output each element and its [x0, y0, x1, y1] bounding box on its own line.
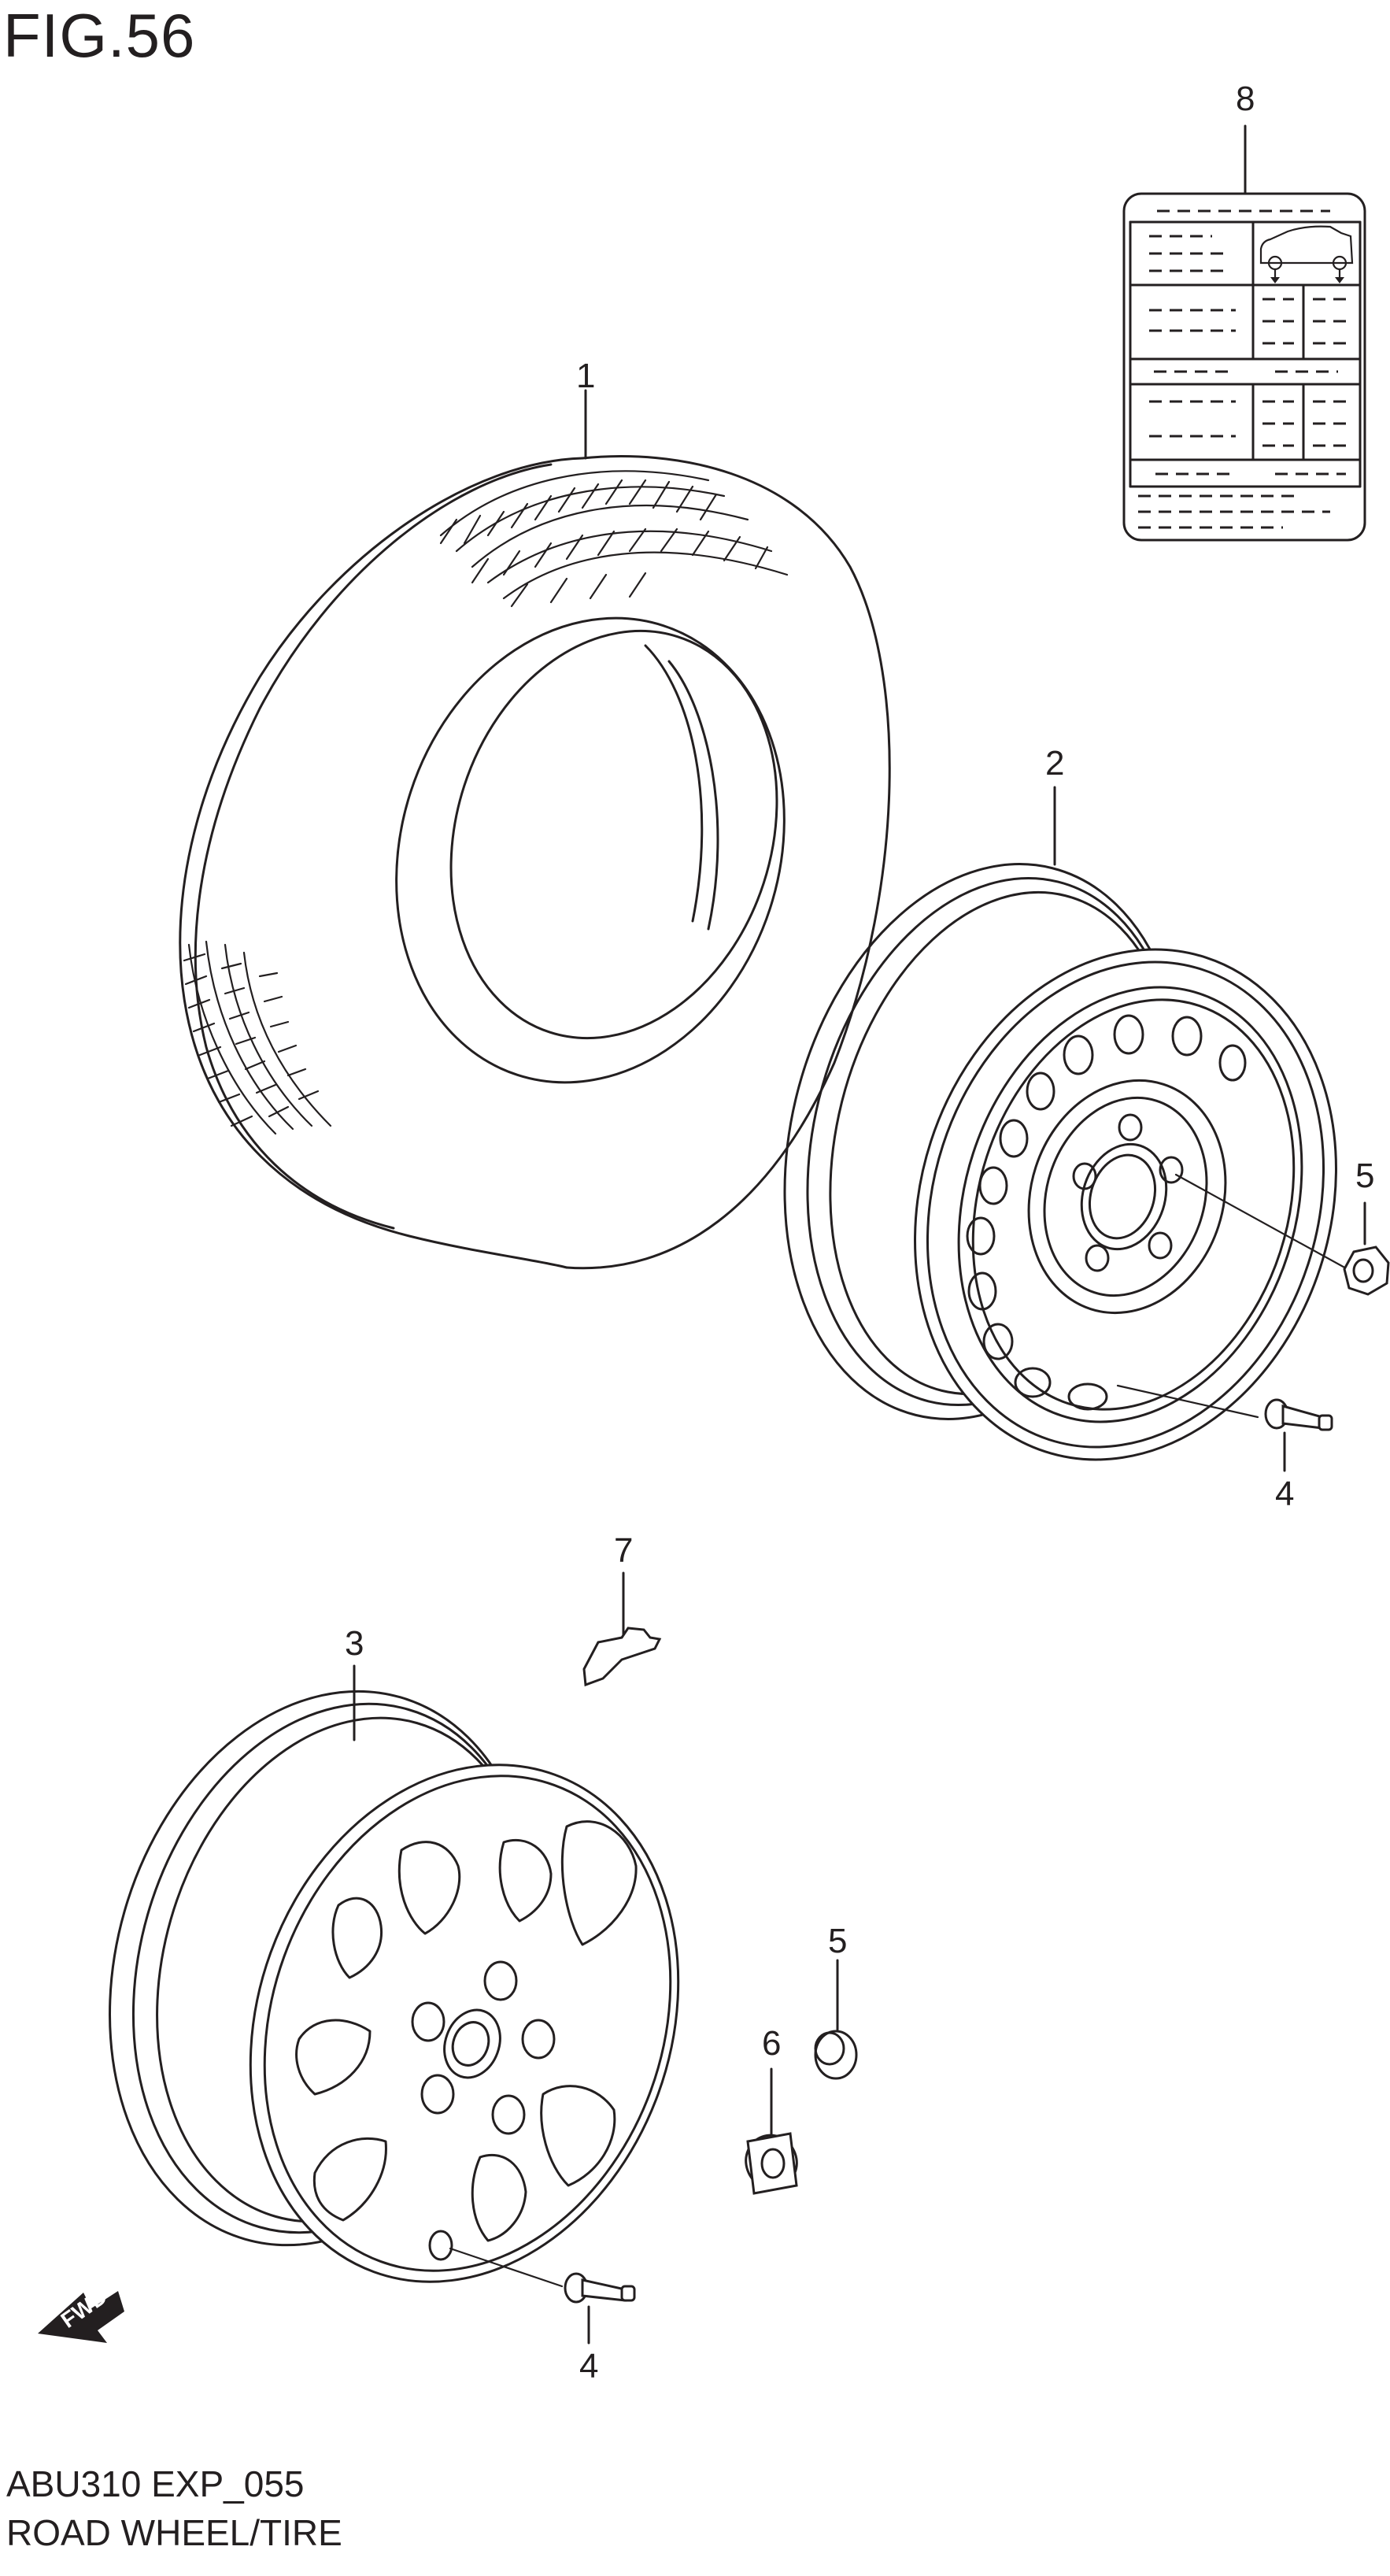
- callout-1: 1: [576, 357, 595, 395]
- fwd-arrow-icon: FWD: [38, 2284, 124, 2343]
- diagram-name: ROAD WHEEL/TIRE: [6, 2512, 342, 2553]
- diagram-code: ABU310 EXP_055: [6, 2463, 305, 2504]
- callout-4-upper: 4: [1275, 1475, 1294, 1513]
- callout-7: 7: [614, 1531, 633, 1570]
- tire-valve-upper[interactable]: [1264, 1398, 1333, 1472]
- callout-5-upper: 5: [1355, 1157, 1374, 1195]
- tire-valve-lower[interactable]: [564, 2272, 636, 2345]
- wheel-nut-lower[interactable]: [814, 1959, 858, 2080]
- wheel-nut-upper[interactable]: [1343, 1201, 1390, 1296]
- callout-8: 8: [1236, 80, 1255, 118]
- tire[interactable]: [179, 389, 891, 1270]
- figure-title: FIG.56: [3, 1, 196, 70]
- tire-placard-label[interactable]: [1122, 124, 1366, 542]
- callout-6: 6: [762, 2024, 781, 2063]
- center-cap[interactable]: [738, 2067, 804, 2196]
- callout-2: 2: [1045, 744, 1064, 783]
- callout-4-lower: 4: [579, 2347, 598, 2385]
- car-silhouette-icon: [1259, 225, 1354, 283]
- balance-weight[interactable]: [582, 1571, 662, 1687]
- steel-wheel[interactable]: [729, 786, 1390, 1515]
- callout-5-lower: 5: [828, 1922, 847, 1960]
- alloy-wheel[interactable]: [46, 1641, 749, 2343]
- callout-3: 3: [345, 1624, 364, 1663]
